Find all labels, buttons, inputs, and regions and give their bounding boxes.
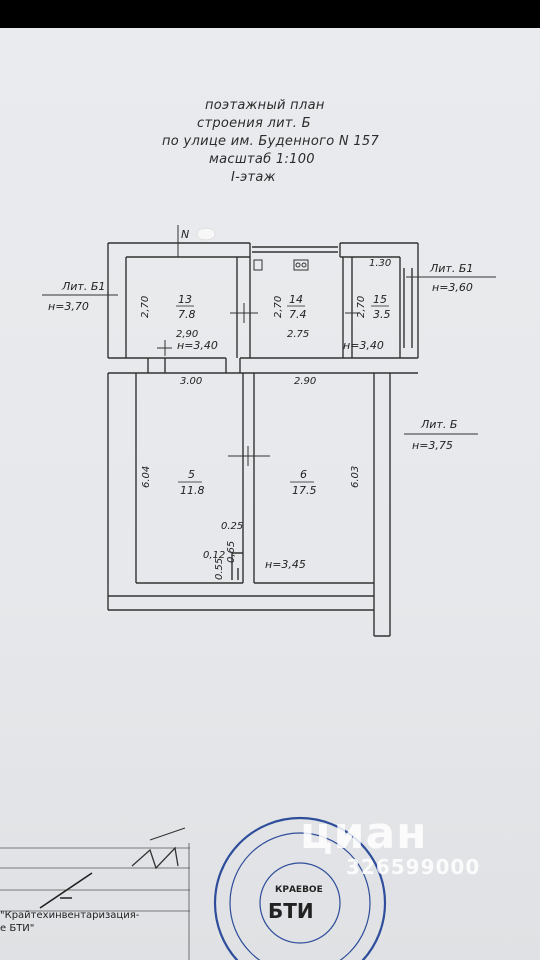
signature-mark (39, 872, 93, 909)
liter-labels: Лит. Б1 н=3,70 Лит. Б1 н=3,60 Лит. Б н=3… (42, 262, 496, 452)
dim-step-3: 0,12 (203, 550, 225, 561)
status-bar (0, 0, 540, 28)
dim-step-1: 0.25 (221, 521, 243, 532)
plan-title: поэтажный план (205, 98, 325, 113)
room-6-area: 17.5 (292, 484, 317, 497)
north-arrow-icon (196, 227, 216, 241)
signature-area: "Крайтехинвентаризация- е БТИ" (0, 827, 190, 960)
room-14-area: 7.4 (289, 308, 307, 321)
north-label: N (181, 228, 189, 241)
building-subtitle: строения лит. Б (197, 116, 311, 131)
room-5-number: 5 (188, 468, 195, 481)
dim-room5-length: 6.04 (141, 466, 152, 488)
lit-b-height: н=3,75 (412, 439, 453, 452)
street-address: по улице им. Буденного N 157 (162, 134, 380, 149)
floor-plan-drawing: N 13 7.8 14 7.4 15 3.5 5 11.8 6 17.5 2,7… (0, 225, 496, 960)
lit-b1-left-height: н=3,70 (48, 300, 89, 313)
ceiling-heights: н=3,40 н=3,40 н=3,45 (177, 339, 384, 571)
stamp-top-text: КРАЕВОЕ (275, 885, 323, 895)
lit-b-label: Лит. Б (420, 418, 457, 431)
dim-room6-width: 2.90 (294, 376, 316, 387)
room-14-number: 14 (289, 293, 303, 306)
floor-label: I-этаж (231, 170, 276, 185)
room-5-area: 11.8 (180, 484, 205, 497)
footer-org-2: е БТИ" (0, 923, 34, 934)
height-room6: н=3,45 (265, 558, 306, 571)
floor-plan-document: поэтажный план строения лит. Б по улице … (0, 28, 540, 960)
lit-b1-left-label: Лит. Б1 (61, 280, 105, 293)
signature-mark-2 (131, 846, 179, 870)
footer-org: "Крайтехинвентаризация- (0, 910, 140, 921)
room-6-number: 6 (300, 468, 307, 481)
scale-label: масштаб 1:100 (209, 152, 315, 167)
dim-step-2: 0,65 (226, 541, 237, 563)
watermark-id: 326599000 (346, 855, 481, 879)
height-room15: н=3,40 (343, 339, 384, 352)
height-room13: н=3,40 (177, 339, 218, 352)
stamp-center-text: БТИ (268, 899, 314, 923)
dim-room6-length: 6.03 (350, 466, 361, 488)
dim-room13-height: 2,70 (140, 296, 151, 318)
dim-step-4: 0.55 (214, 558, 225, 580)
room-15-number: 15 (373, 293, 387, 306)
room-15-area: 3.5 (373, 308, 391, 321)
room-13-area: 7.8 (178, 308, 196, 321)
cian-watermark: циан 326599000 (300, 808, 479, 879)
dim-room13-width: 2,90 (176, 329, 198, 340)
dim-room15-width: 1.30 (369, 258, 391, 269)
dimension-labels: 2,70 2,90 2,70 2.75 2,70 1.30 3.00 2.90 … (140, 258, 391, 580)
fixtures (157, 225, 360, 466)
walls (107, 242, 419, 637)
watermark-brand: циан (300, 808, 428, 859)
lit-b1-right-label: Лит. Б1 (429, 262, 473, 275)
lit-b1-right-height: н=3,60 (432, 281, 473, 294)
dim-room14-height: 2,70 (273, 296, 284, 318)
official-stamp: КРАЕВОЕ БТИ (213, 816, 387, 960)
dim-room14-width: 2.75 (287, 329, 309, 340)
room-labels: 13 7.8 14 7.4 15 3.5 5 11.8 6 17.5 (176, 293, 391, 497)
dim-room5-width: 3.00 (180, 376, 202, 387)
room-13-number: 13 (178, 293, 192, 306)
dim-room15-height: 2,70 (356, 296, 367, 318)
